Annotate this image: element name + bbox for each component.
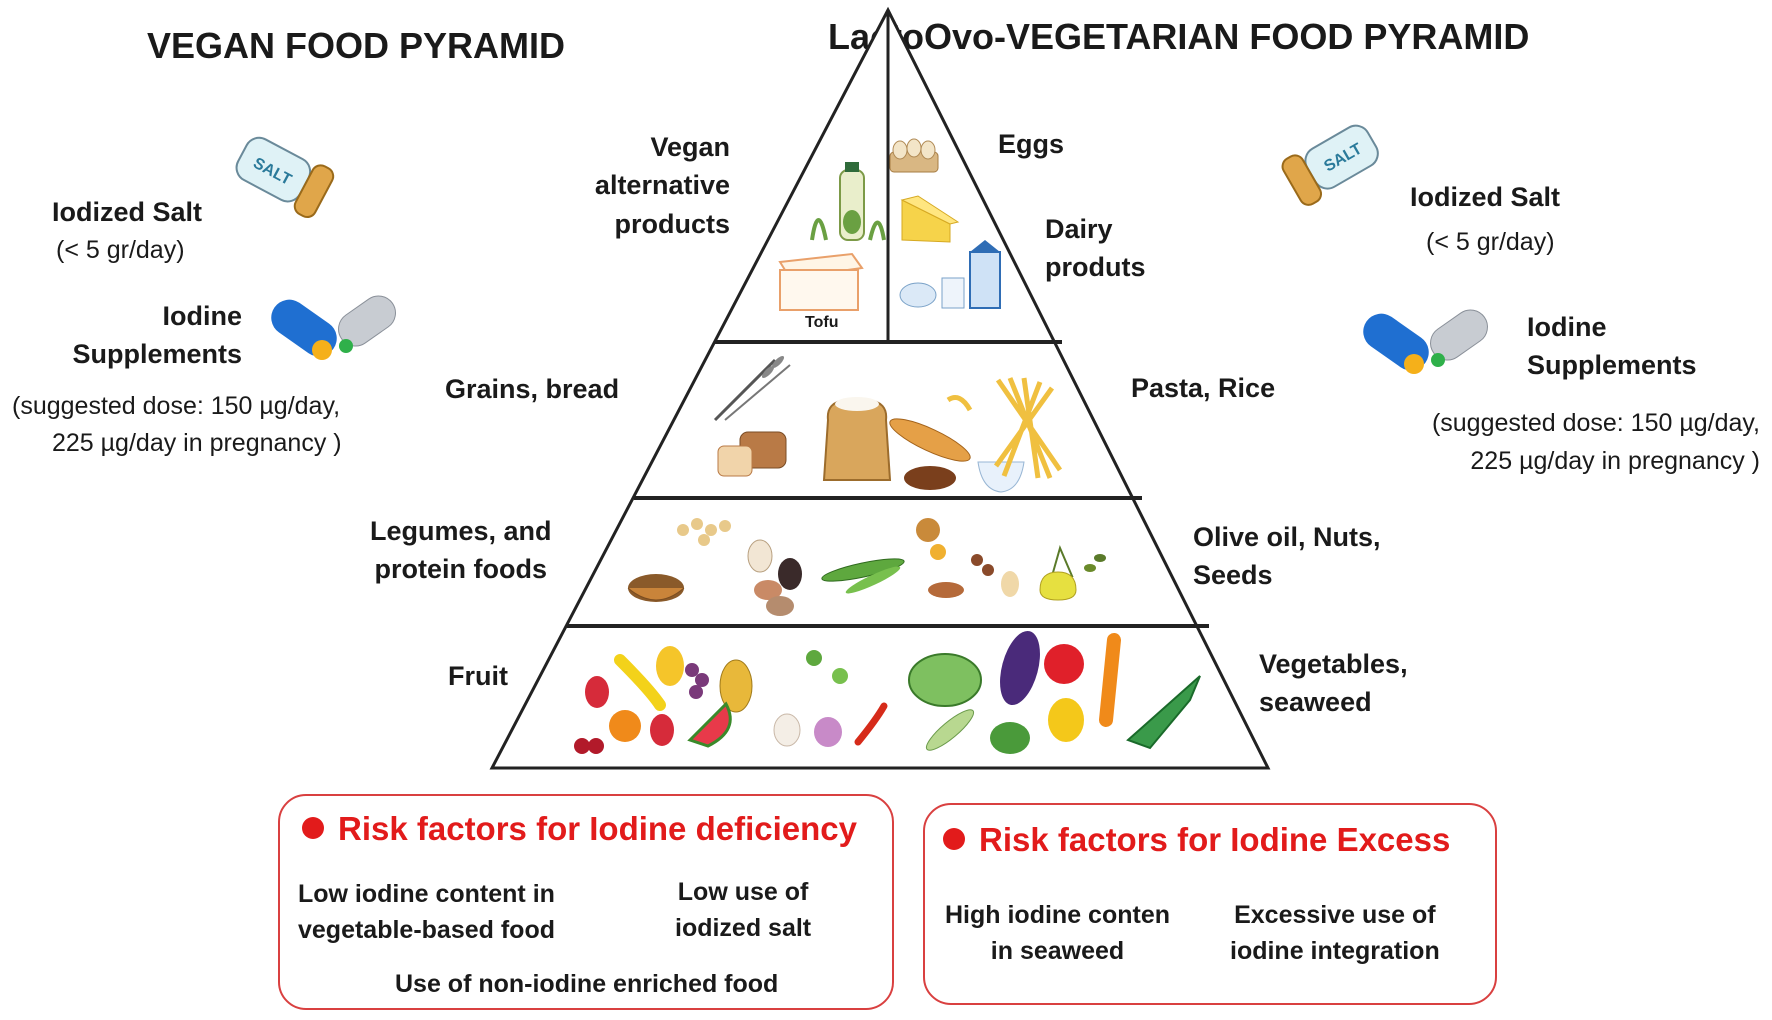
- beans-icon: [747, 539, 802, 616]
- risk-excess-item-1-line1: High iodine conten: [945, 901, 1170, 929]
- tier1-right-dairy-label: Dairy produts: [1045, 210, 1146, 287]
- tier3-right-line1: Olive oil, Nuts,: [1193, 522, 1381, 552]
- tier4-right-line1: Vegetables,: [1259, 649, 1408, 679]
- risk-excess-title: Risk factors for Iodine Excess: [943, 821, 1450, 859]
- risk-excess-item-2: Excessive use of iodine integration: [1230, 897, 1440, 970]
- vegetable-icons: [773, 631, 1201, 754]
- tier1-left-line2: alternative: [594, 170, 730, 201]
- risk-deficiency-item-2-line1: Low use of: [677, 878, 809, 906]
- tier1-right-eggs-label: Eggs: [998, 129, 1065, 159]
- rice-bowl-icon: [977, 461, 1025, 493]
- risk-deficiency-title-text: Risk factors for Iodine deficiency: [338, 810, 857, 847]
- tier3-right-label: Olive oil, Nuts, Seeds: [1193, 518, 1381, 595]
- risk-deficiency-box: Risk factors for Iodine deficiency Low i…: [278, 794, 894, 1010]
- left-supplements-line1: Iodine: [162, 301, 243, 331]
- tier3-right-line2: Seeds: [1193, 560, 1273, 591]
- bullet-dot-icon: [943, 828, 965, 851]
- risk-deficiency-title: Risk factors for Iodine deficiency: [302, 810, 857, 848]
- soy-milk-icon: [810, 162, 886, 241]
- milk-icon: [899, 240, 1001, 309]
- tier3-left-line2: protein foods: [374, 554, 548, 585]
- olive-oil-icon: [1039, 545, 1106, 601]
- left-salt-dose: (< 5 gr/day): [56, 236, 185, 264]
- flour-sack-icon: [822, 397, 892, 481]
- tier2-left-label: Grains, bread: [445, 374, 620, 404]
- iodine-pills-icon-right: [1363, 309, 1488, 374]
- risk-excess-item-1-line2: in seaweed: [990, 937, 1125, 966]
- tier4-left-label: Fruit: [448, 661, 508, 691]
- eggs-icon: [889, 138, 939, 173]
- right-salt-dose: (< 5 gr/day): [1426, 228, 1555, 256]
- pyramid-outline: [489, 6, 1271, 770]
- salt-shaker-icon: SALT: [235, 136, 335, 219]
- risk-deficiency-item-1: Low iodine content in vegetable-based fo…: [298, 876, 555, 949]
- nuts-icon: [916, 518, 1019, 598]
- wheat-icon: [713, 355, 791, 422]
- risk-deficiency-item-3: Use of non-iodine enriched food: [395, 970, 779, 998]
- left-supplements-line2: Supplements: [72, 339, 242, 370]
- tier4-right-line2: seaweed: [1259, 687, 1372, 718]
- cheese-icon: [900, 195, 960, 243]
- tier4-right-label: Vegetables, seaweed: [1259, 645, 1408, 722]
- risk-deficiency-item-1-line2: vegetable-based food: [298, 916, 555, 945]
- risk-excess-title-text: Risk factors for Iodine Excess: [979, 821, 1451, 858]
- bullet-dot-icon: [302, 817, 324, 840]
- right-supplements-dose-1: (suggested dose: 150 µg/day,: [1431, 409, 1760, 437]
- risk-excess-item-2-line1: Excessive use of: [1234, 901, 1436, 929]
- risk-deficiency-item-2: Low use of iodized salt: [675, 874, 811, 947]
- risk-deficiency-item-2-line2: iodized salt: [675, 914, 812, 943]
- peas-icon: [821, 558, 905, 594]
- pasta-icon: [946, 377, 1063, 479]
- left-supplements-dose-2: 225 µg/day in pregnancy ): [52, 429, 342, 457]
- tier1-left-line3: products: [614, 208, 730, 239]
- vegan-pyramid-title: VEGAN FOOD PYRAMID: [147, 25, 566, 66]
- risk-deficiency-item-1-line1: Low iodine content in: [298, 880, 555, 908]
- tier1-right-dairy-line2: produts: [1045, 252, 1146, 283]
- tier1-left-label: Vegan alternative products: [595, 128, 730, 243]
- tier1-left-line1: Vegan: [650, 132, 730, 162]
- tofu-label: Tofu: [805, 314, 839, 331]
- tofu-icon: [778, 252, 864, 311]
- iodine-pills-icon: [271, 295, 396, 360]
- vegetarian-pyramid-title: LactoOvo-VEGETARIAN FOOD PYRAMID: [828, 16, 1530, 57]
- baguette-icon: [889, 418, 971, 490]
- chickpeas-icon: [677, 518, 731, 546]
- right-supplements-line2: Supplements: [1527, 350, 1697, 381]
- tier3-left-label: Legumes, and protein foods: [370, 512, 552, 589]
- bread-loaf-icon: [717, 431, 787, 477]
- left-salt-label: Iodized Salt: [52, 197, 203, 227]
- tier3-left-line1: Legumes, and: [370, 516, 552, 546]
- fruit-icons: [574, 646, 753, 754]
- risk-excess-item-1: High iodine conten in seaweed: [945, 897, 1170, 970]
- right-supplements-line1: Iodine: [1527, 312, 1607, 342]
- salt-shaker-icon-right: SALT: [1281, 124, 1379, 206]
- left-supplements-dose-1: (suggested dose: 150 µg/day,: [12, 392, 341, 420]
- right-salt-label: Iodized Salt: [1410, 182, 1561, 212]
- risk-excess-box: Risk factors for Iodine Excess High iodi…: [923, 803, 1497, 1005]
- right-supplements-label: Iodine Supplements: [1527, 308, 1697, 385]
- tier1-right-dairy-line1: Dairy: [1045, 214, 1113, 244]
- right-supplements-dose-2: 225 µg/day in pregnancy ): [1470, 447, 1760, 475]
- risk-excess-item-2-line2: iodine integration: [1230, 937, 1440, 966]
- lentil-bowl-icon: [627, 574, 685, 602]
- tier2-right-label: Pasta, Rice: [1131, 373, 1276, 403]
- left-supplements-label: Iodine Supplements: [72, 297, 242, 374]
